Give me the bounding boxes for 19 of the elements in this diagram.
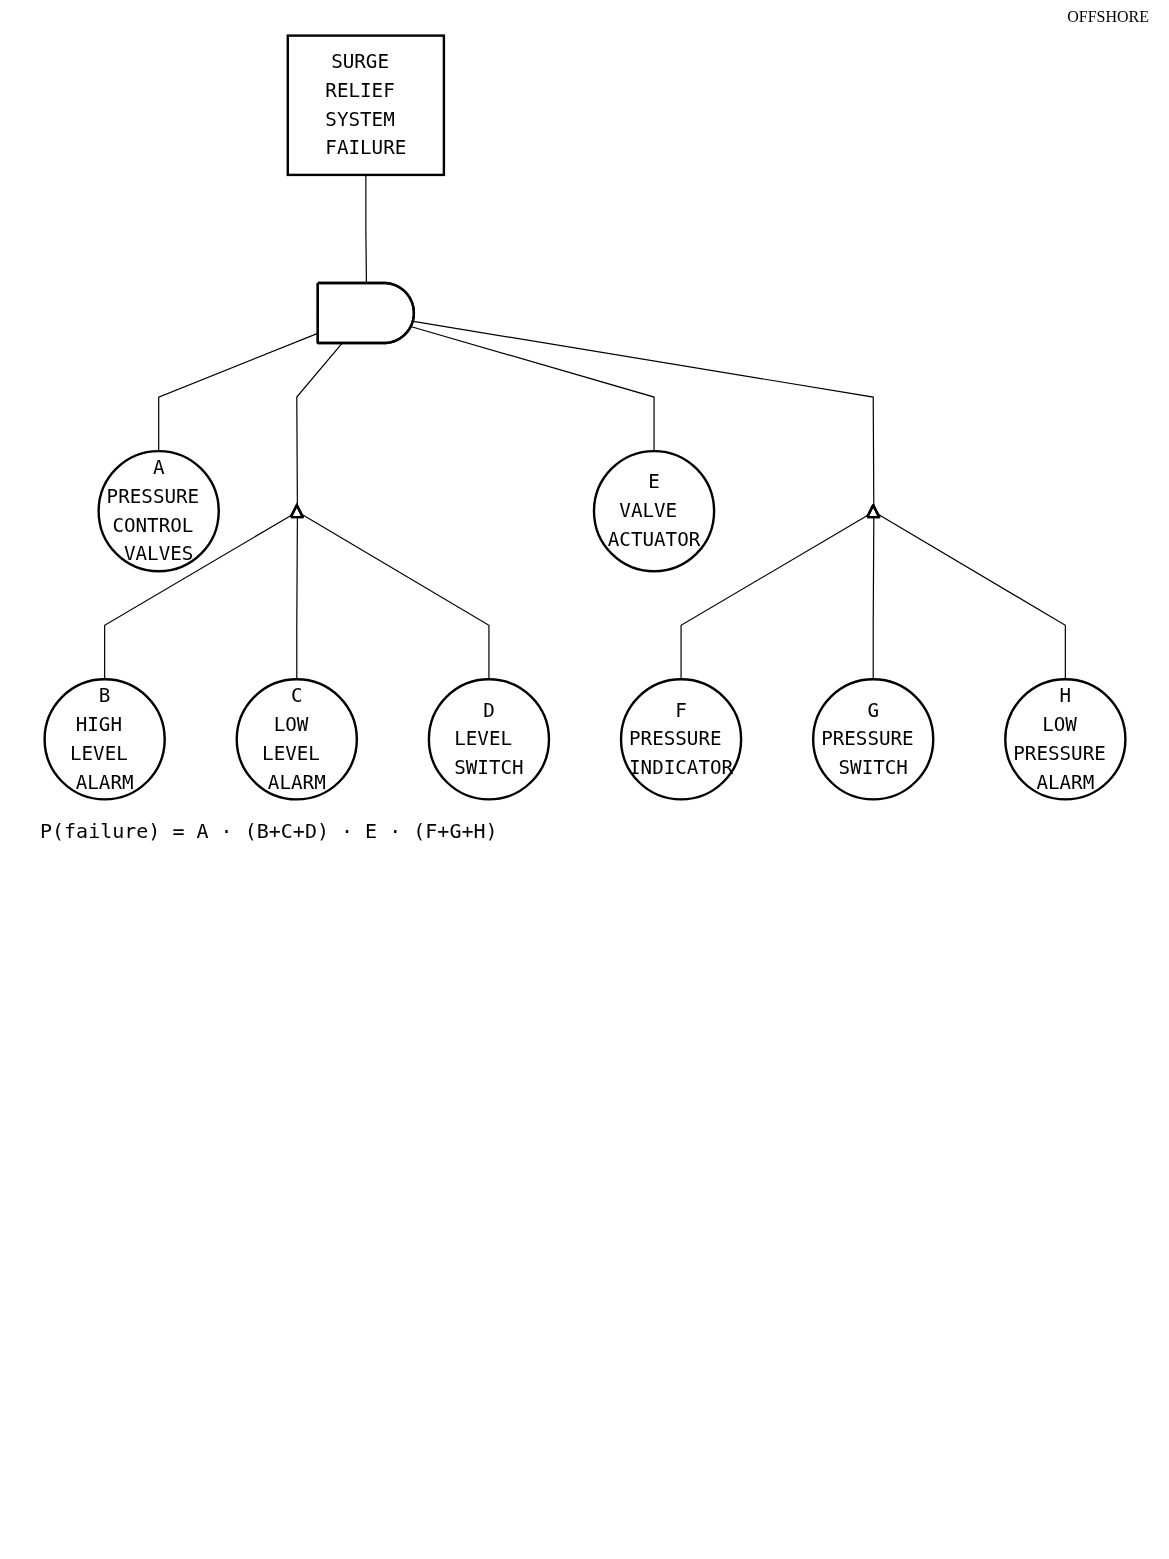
connector [877,513,1066,680]
connector [872,517,874,680]
node-box: SURGE RELIEF SYSTEM FAILURE [286,34,445,177]
node-circle: E VALVE ACTUATOR [592,449,715,573]
connector [679,513,870,680]
connector [412,320,874,507]
connector [295,343,342,507]
node-circle: G PRESSURE SWITCH [811,678,934,801]
header-text: OFFSHORE [1066,8,1149,26]
node-circle: D LEVEL SWITCH [427,678,550,801]
node-circle: H LOW PRESSURE ALARM [1003,678,1127,801]
connector [410,326,655,452]
node-circle: F PRESSURE INDICATOR [619,678,742,801]
node-circle: C LOW LEVEL ALARM [235,678,358,801]
node-circle: A PRESSURE CONTROL VALVES [96,449,220,573]
node-circle: B HIGH LEVEL ALARM [42,678,166,801]
connector [300,513,490,680]
formula-text: P(failure) = A · (B+C+D) · E · (F+G+H) [40,818,499,843]
connector [295,517,298,680]
